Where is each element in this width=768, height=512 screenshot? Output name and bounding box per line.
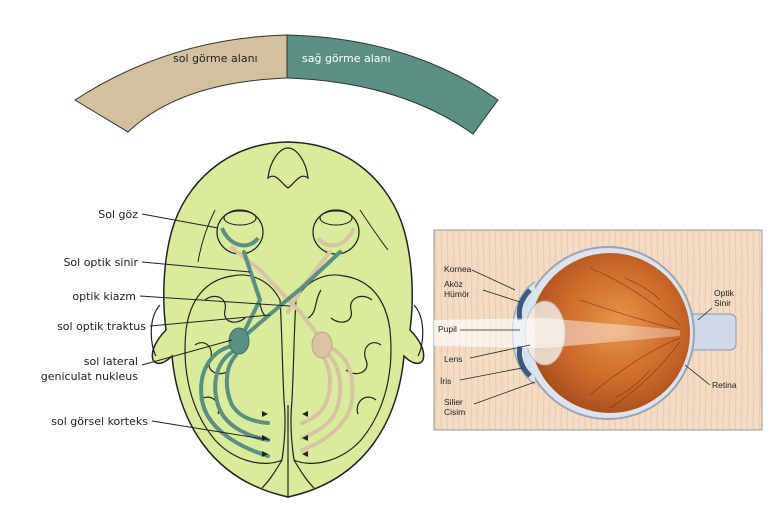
right-ear	[413, 304, 424, 357]
eye-label-iris: İris	[440, 376, 451, 386]
label-sol-gorsel-korteks: sol görsel korteks	[51, 415, 148, 428]
left-visual-field-label: sol görme alanı	[173, 52, 258, 65]
eye-label-akoz-1: Aköz	[444, 279, 463, 289]
brain-labels: Sol göz Sol optik sinir optik kiazm sol …	[41, 208, 291, 441]
visual-field-arc: sol görme alanı sağ görme alanı	[74, 34, 499, 135]
eye-label-akoz-2: Hümör	[444, 289, 470, 299]
right-visual-field-label: sağ görme alanı	[302, 52, 391, 65]
eye-label-optik-1: Optik	[714, 288, 735, 298]
head-top-view	[150, 141, 425, 498]
right-eye-top	[312, 209, 360, 255]
right-lgn	[311, 331, 333, 359]
left-visual-pathway	[199, 250, 342, 458]
eye-label-optik-2: Sinir	[714, 298, 731, 308]
label-sol-goz: Sol göz	[98, 208, 138, 221]
label-sol-lateral: sol lateral	[84, 355, 138, 368]
eye-label-silier-1: Silier	[444, 397, 463, 407]
label-sol-optik-sinir: Sol optik sinir	[63, 256, 138, 269]
left-eye-top	[216, 209, 264, 255]
light-beam	[434, 318, 680, 348]
eye-label-retina: Retina	[712, 380, 737, 390]
eye-label-silier-2: Cisim	[444, 407, 465, 417]
label-geniculat-nukleus: geniculat nukleus	[41, 370, 139, 383]
label-optik-kiazm: optik kiazm	[72, 290, 136, 303]
cortex-arrows	[262, 411, 308, 457]
eye-cross-section: Kornea Aköz Hümör Pupil Lens İris Silier…	[433, 229, 763, 431]
eye-label-kornea: Kornea	[444, 264, 472, 274]
label-sol-optik-traktus: sol optik traktus	[57, 320, 146, 333]
iris	[516, 288, 532, 378]
optic-nerve	[687, 313, 737, 351]
right-visual-field	[286, 34, 499, 135]
eye-label-lens: Lens	[444, 354, 462, 364]
left-lgn	[228, 327, 250, 355]
left-ear	[150, 304, 161, 357]
eye-label-pupil: Pupil	[438, 324, 457, 334]
left-visual-field	[74, 34, 288, 133]
nose	[267, 147, 309, 189]
